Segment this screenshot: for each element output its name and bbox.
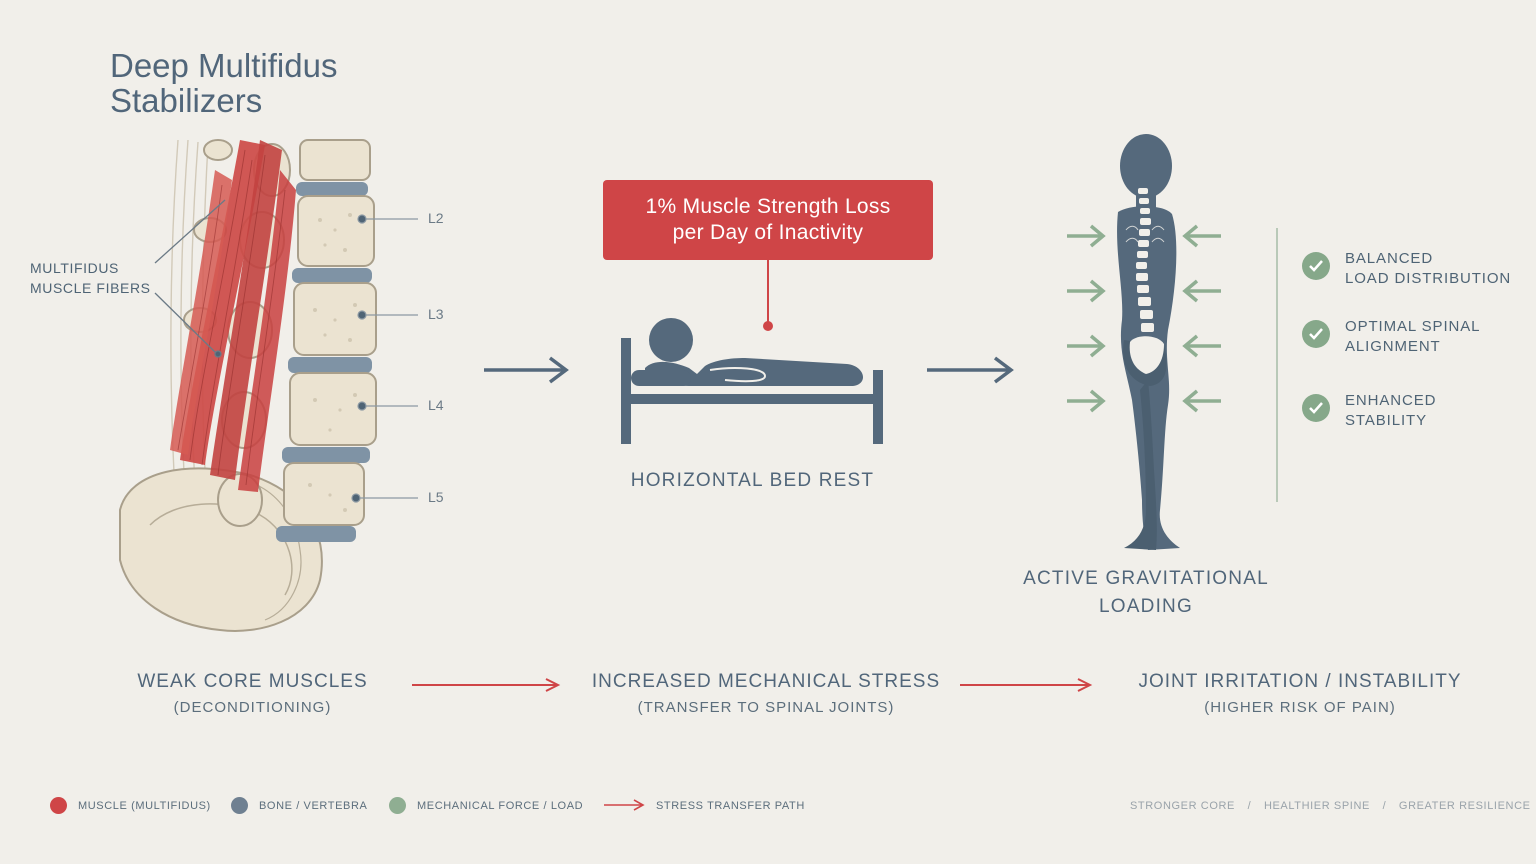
benefit-2-line-2: ALIGNMENT xyxy=(1345,338,1441,355)
benefit-balanced-load: BALANCED LOAD DISTRIBUTION xyxy=(1345,249,1511,289)
standing-spine xyxy=(1129,188,1164,374)
bed-rest-icon xyxy=(621,318,883,444)
diagram-title: Deep Multifidus Stabilizers xyxy=(110,48,430,118)
benefit-1-line-2: LOAD DISTRIBUTION xyxy=(1345,270,1512,287)
footer-item-1: STRONGER CORE xyxy=(1130,800,1235,812)
flow-step-2-subtitle: (TRANSFER TO SPINAL JOINTS) xyxy=(637,699,895,716)
footer-tagline: STRONGER CORE / HEALTHIER SPINE / GREATE… xyxy=(1130,800,1531,812)
callout-line-1: 1% Muscle Strength Loss xyxy=(645,195,891,218)
legend-muscle-label: MUSCLE (MULTIFIDUS) xyxy=(78,800,211,812)
arrow-to-standing-icon xyxy=(927,356,1014,384)
arrow-to-bed-icon xyxy=(484,356,569,384)
multifidus-fibers-label: MULTIFIDUS MUSCLE FIBERS xyxy=(30,258,151,298)
standing-caption-line-2: LOADING xyxy=(1099,596,1193,617)
benefits-divider xyxy=(1276,228,1278,502)
multifidus-muscle xyxy=(170,140,296,492)
lumbar-spine-illustration xyxy=(119,139,418,632)
flow-step-1-title: WEAK CORE MUSCLES xyxy=(137,671,368,692)
vertebra-label-l3: L3 xyxy=(428,306,444,322)
standing-figure-icon xyxy=(1117,134,1180,550)
legend-stress-arrow-icon xyxy=(604,799,645,811)
legend-muscle-swatch xyxy=(50,797,67,814)
flow-step-2-title: INCREASED MECHANICAL STRESS xyxy=(591,671,941,692)
title-line-2: Stabilizers xyxy=(110,82,263,119)
footer-separator: / xyxy=(1247,800,1252,812)
flow-step-1-subtitle: (DECONDITIONING) xyxy=(173,699,332,716)
flow-step-weak-core: WEAK CORE MUSCLES (DECONDITIONING) xyxy=(120,671,385,716)
legend-stress-label: STRESS TRANSFER PATH xyxy=(656,800,805,812)
title-line-1: Deep Multifidus xyxy=(110,47,338,84)
standing-caption: ACTIVE GRAVITATIONAL LOADING xyxy=(1010,565,1282,621)
flow-arrow-2-icon xyxy=(960,678,1093,692)
benefit-spinal-alignment: OPTIMAL SPINAL ALIGNMENT xyxy=(1345,317,1480,357)
inactivity-callout-box: 1% Muscle Strength Loss per Day of Inact… xyxy=(603,180,933,260)
force-arrows-icon xyxy=(1067,224,1221,413)
pelvis-shape xyxy=(119,467,323,632)
vertebra-leader-lines xyxy=(351,214,418,503)
legend-force-label: MECHANICAL FORCE / LOAD xyxy=(417,800,584,812)
benefit-enhanced-stability: ENHANCED STABILITY xyxy=(1345,391,1436,431)
fiber-label-line-1: MULTIFIDUS xyxy=(30,260,119,276)
fiber-label-line-2: MUSCLE FIBERS xyxy=(30,280,151,296)
footer-item-2: HEALTHIER SPINE xyxy=(1263,800,1370,812)
bed-rest-caption: HORIZONTAL BED REST xyxy=(630,470,875,491)
callout-pointer xyxy=(763,260,773,331)
fiber-leader-lines xyxy=(154,199,226,358)
legend-force-swatch xyxy=(389,797,406,814)
benefit-1-line-1: BALANCED xyxy=(1345,250,1434,267)
vertebra-label-l4: L4 xyxy=(428,397,444,413)
benefit-2-line-1: OPTIMAL SPINAL xyxy=(1345,318,1481,335)
vertebra-label-l5: L5 xyxy=(428,489,444,505)
callout-line-2: per Day of Inactivity xyxy=(672,221,864,244)
flow-arrow-1-icon xyxy=(412,678,561,692)
legend-bone-swatch xyxy=(231,797,248,814)
benefit-3-line-2: STABILITY xyxy=(1345,412,1428,429)
vertebral-column xyxy=(276,139,377,542)
check-icon xyxy=(1302,320,1330,348)
benefit-3-line-1: ENHANCED xyxy=(1345,392,1437,409)
legend-bone-label: BONE / VERTEBRA xyxy=(259,800,368,812)
flow-step-3-subtitle: (HIGHER RISK OF PAIN) xyxy=(1204,699,1396,716)
footer-separator: / xyxy=(1382,800,1387,812)
flow-step-mechanical-stress: INCREASED MECHANICAL STRESS (TRANSFER TO… xyxy=(588,671,944,716)
vertebra-label-l2: L2 xyxy=(428,210,444,226)
check-icon xyxy=(1302,252,1330,280)
flow-step-3-title: JOINT IRRITATION / INSTABILITY xyxy=(1138,671,1462,692)
check-icon xyxy=(1302,394,1330,422)
standing-caption-line-1: ACTIVE GRAVITATIONAL xyxy=(1023,568,1269,589)
flow-step-joint-irritation: JOINT IRRITATION / INSTABILITY (HIGHER R… xyxy=(1130,671,1470,716)
footer-item-3: GREATER RESILIENCE xyxy=(1398,800,1531,812)
